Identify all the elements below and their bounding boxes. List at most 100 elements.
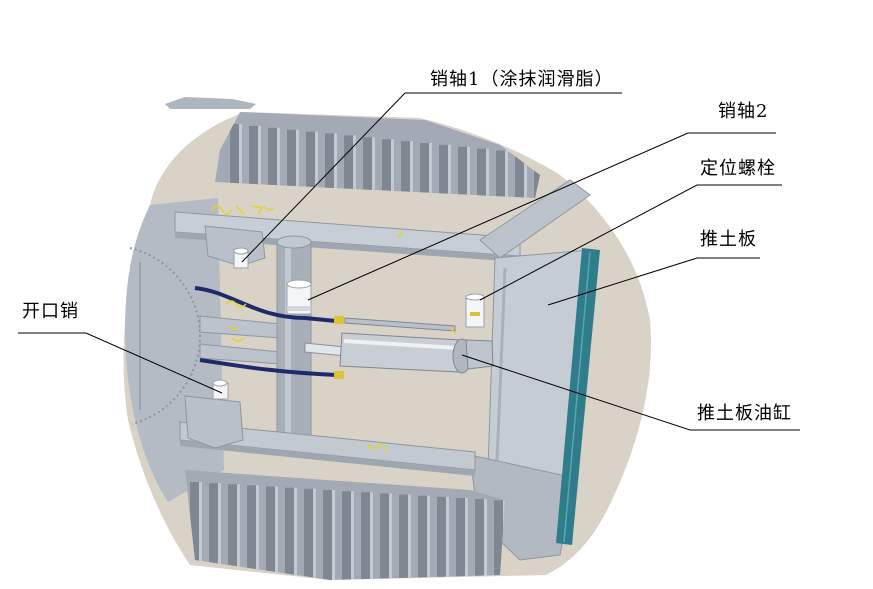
upper-track-shoe-highlight xyxy=(372,137,375,198)
upper-track-shoe xyxy=(458,146,467,198)
lower-track-shoe xyxy=(494,500,503,580)
upper-track-shoe xyxy=(534,154,540,198)
upper-track-shoe xyxy=(325,133,334,194)
label-pin-1: 销轴1（涂抹润滑脂） xyxy=(430,69,613,90)
pin-1-cap xyxy=(233,247,249,255)
cotter-pin-cap xyxy=(212,379,228,387)
upper-track-shoe-highlight xyxy=(315,131,318,192)
leader-line-pin-2 xyxy=(307,132,776,301)
lower-track-shoe-highlight xyxy=(484,499,487,580)
label-blade: 推土板 xyxy=(700,229,757,250)
cylinder-barrel-highlight xyxy=(343,339,459,350)
diagonal-brace xyxy=(479,179,591,259)
upper-clevis-bracket xyxy=(204,225,266,267)
blade-cylinder xyxy=(304,317,494,374)
lower-track-shoe xyxy=(342,491,351,580)
upper-track-shoe-highlight xyxy=(239,124,242,184)
vertical-post-highlight xyxy=(285,246,291,441)
cylinder-barrel xyxy=(339,332,461,373)
lower-track-shoe-highlight xyxy=(408,494,411,580)
upper-track-shoe-highlight xyxy=(277,127,280,188)
lower-track-shoe-highlight xyxy=(294,487,297,580)
lower-track-shoe xyxy=(437,496,446,580)
upper-track-shoe-highlight xyxy=(410,141,413,198)
upper-track-shoe-highlight xyxy=(486,148,489,198)
cotter-pin xyxy=(212,379,229,400)
leader-line-blade-cylinder xyxy=(461,354,800,431)
hydraulic-hose-lower xyxy=(199,358,337,377)
upper-track-shoe xyxy=(420,143,429,198)
cad-annotation-mark xyxy=(225,300,247,342)
upper-track-shoe xyxy=(249,125,258,186)
upper-track-shoe-highlight xyxy=(391,139,394,198)
upper-track-ribs xyxy=(230,124,540,198)
blade-plate-inner-edge xyxy=(495,267,507,463)
lower-track-shoe-highlight xyxy=(427,495,430,580)
lower-track-shoe xyxy=(209,483,218,580)
lower-track-shoe xyxy=(285,487,294,580)
locating-bolt xyxy=(465,293,485,328)
upper-track-shoe xyxy=(401,141,410,198)
cad-annotation-mark xyxy=(211,205,275,215)
lower-track-shoe xyxy=(228,484,237,580)
lower-track-shoe-highlight xyxy=(199,482,202,580)
lower-track-shoe xyxy=(380,493,389,580)
upper-track-shoe xyxy=(230,124,239,184)
pin-2-cap xyxy=(286,279,312,289)
upper-track-shoe-highlight xyxy=(353,135,356,196)
lower-track-shoe-highlight xyxy=(313,488,316,580)
leader-line-locating-bolt xyxy=(479,184,782,301)
upper-track-shoe-highlight xyxy=(448,144,451,198)
hose-fitting-lower xyxy=(334,371,344,379)
upper-track-shoe-highlight xyxy=(258,125,261,186)
cylinder-clevis xyxy=(465,339,494,370)
lower-track-shoe xyxy=(266,486,275,580)
lower-track-shoe-highlight xyxy=(370,492,373,580)
leader-line-cotter-pin xyxy=(18,332,223,394)
upper-track-shoe xyxy=(344,135,353,196)
lower-track-ribs xyxy=(190,482,505,580)
upper-track-shoe-highlight xyxy=(296,129,299,190)
leader-line-pin-1 xyxy=(241,92,622,263)
leader-line-blade xyxy=(547,257,760,306)
lower-track-shoe-highlight xyxy=(256,485,259,580)
lower-track-shoe xyxy=(399,494,408,580)
lower-track-shoe xyxy=(323,489,332,580)
top-cover-sliver xyxy=(165,97,256,109)
post-top-cap xyxy=(276,235,312,249)
lower-track-shoe xyxy=(247,485,256,580)
label-pin-2: 销轴2 xyxy=(718,101,768,122)
hose-fitting-upper xyxy=(334,316,344,324)
blade-cutting-edge xyxy=(556,248,600,545)
label-locating-bolt: 定位螺栓 xyxy=(700,158,776,179)
upper-track-shoe xyxy=(363,137,372,198)
lower-track-shoe-highlight xyxy=(237,484,240,580)
cad-annotation-mark xyxy=(397,231,457,335)
locating-bolt-cap xyxy=(465,293,485,301)
lower-track-shoe xyxy=(190,482,199,580)
pin-1 xyxy=(233,247,249,269)
lower-track-shoe-highlight xyxy=(446,496,449,580)
upper-track-shoe xyxy=(477,148,486,198)
lower-track-shoe-highlight xyxy=(332,489,335,580)
upper-track-shoe xyxy=(268,127,277,188)
lower-clevis-bracket xyxy=(184,395,244,449)
upper-track-shoe xyxy=(287,129,296,190)
upper-track-shoe xyxy=(382,139,391,198)
upper-track-shoe-highlight xyxy=(334,133,337,194)
label-blade-cylinder: 推土板油缸 xyxy=(697,402,792,424)
locating-bolt-thread-mark xyxy=(470,312,480,316)
upper-track-shoe-highlight xyxy=(467,146,470,198)
upper-track-shoe-highlight xyxy=(429,143,432,198)
cad-annotation-mark xyxy=(367,443,387,453)
lower-crossbeam-shadow xyxy=(180,440,475,476)
upper-track-shoe xyxy=(439,144,448,198)
lower-track-shoe-highlight xyxy=(275,486,278,580)
upper-track-shoe xyxy=(515,152,524,198)
lower-track-shoe-highlight xyxy=(351,491,354,580)
upper-track-shoe-highlight xyxy=(505,150,508,198)
lower-track-shoe xyxy=(475,499,484,580)
lower-track-shoe-highlight xyxy=(389,493,392,580)
upper-track-shoe xyxy=(306,131,315,192)
